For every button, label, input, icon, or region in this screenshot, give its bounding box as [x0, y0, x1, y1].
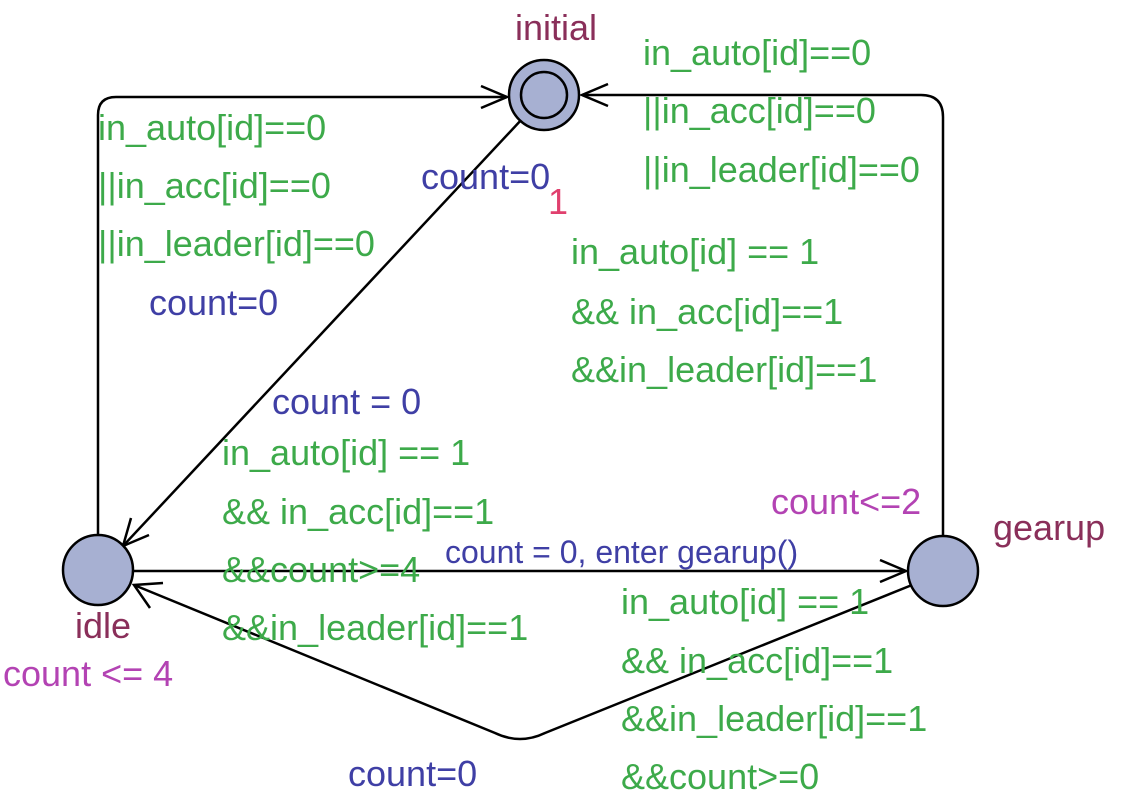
invariant-gearup: count<=2 — [771, 481, 921, 522]
edge-initial-to-idle[interactable] — [122, 117, 524, 547]
arrowhead-idle-to-gearup — [879, 558, 910, 584]
invariant-idle: count <= 4 — [3, 653, 173, 694]
guard-initial-to-idle-line-2: && in_acc[id]==1 — [571, 291, 843, 332]
guard-idle-to-initial-line-2: ||in_acc[id]==0 — [98, 165, 331, 206]
guard-gearup-to-initial-line-2: ||in_acc[id]==0 — [643, 90, 876, 131]
guard-gearup-to-idle-line-2: && in_acc[id]==1 — [621, 640, 893, 681]
guard-initial-to-idle-line-3: &&in_leader[id]==1 — [571, 349, 877, 390]
update-initial: count=0 — [421, 156, 550, 197]
priority-label: 1 — [548, 181, 568, 222]
arrowhead-idle-to-initial — [480, 84, 511, 110]
guard-initial-to-idle-line-1: in_auto[id] == 1 — [571, 231, 819, 272]
guard-gearup-to-idle-line-4: &&count>=0 — [621, 756, 819, 797]
guard-idle-to-gearup-line-4: &&in_leader[id]==1 — [222, 607, 528, 648]
edge-idle-to-initial[interactable] — [96, 95, 507, 535]
arrowhead-gearup-to-idle — [131, 581, 164, 609]
location-idle[interactable] — [61, 533, 135, 607]
update-initial-to-idle: count = 0 — [272, 381, 421, 422]
location-gearup[interactable] — [906, 534, 980, 608]
guard-idle-to-gearup-line-2: && in_acc[id]==1 — [222, 491, 494, 532]
location-name-initial: initial — [515, 7, 597, 48]
guard-gearup-to-initial-line-3: ||in_leader[id]==0 — [643, 149, 920, 190]
guard-gearup-to-idle-line-1: in_auto[id] == 1 — [621, 581, 869, 622]
location-name-gearup: gearup — [993, 507, 1105, 548]
location-initial[interactable] — [507, 58, 581, 132]
update-idle-to-gearup: count = 0, enter gearup() — [445, 534, 798, 570]
edge-gearup-to-initial[interactable] — [582, 93, 945, 537]
location-name-idle: idle — [75, 605, 131, 646]
guard-idle-to-gearup-line-1: in_auto[id] == 1 — [222, 432, 470, 473]
edge-gearup-to-idle[interactable] — [133, 583, 913, 741]
guard-idle-to-initial-line-1: in_auto[id]==0 — [98, 107, 326, 148]
guard-idle-to-initial-line-3: ||in_leader[id]==0 — [98, 223, 375, 264]
arrowhead-gearup-to-initial — [578, 82, 609, 108]
update-gearup-to-idle: count=0 — [348, 753, 477, 794]
guard-gearup-to-initial-line-1: in_auto[id]==0 — [643, 32, 871, 73]
guard-idle-to-gearup-line-3: &&count>=4 — [222, 549, 420, 590]
update-idle-to-initial: count=0 — [149, 282, 278, 323]
guard-gearup-to-idle-line-3: &&in_leader[id]==1 — [621, 698, 927, 739]
